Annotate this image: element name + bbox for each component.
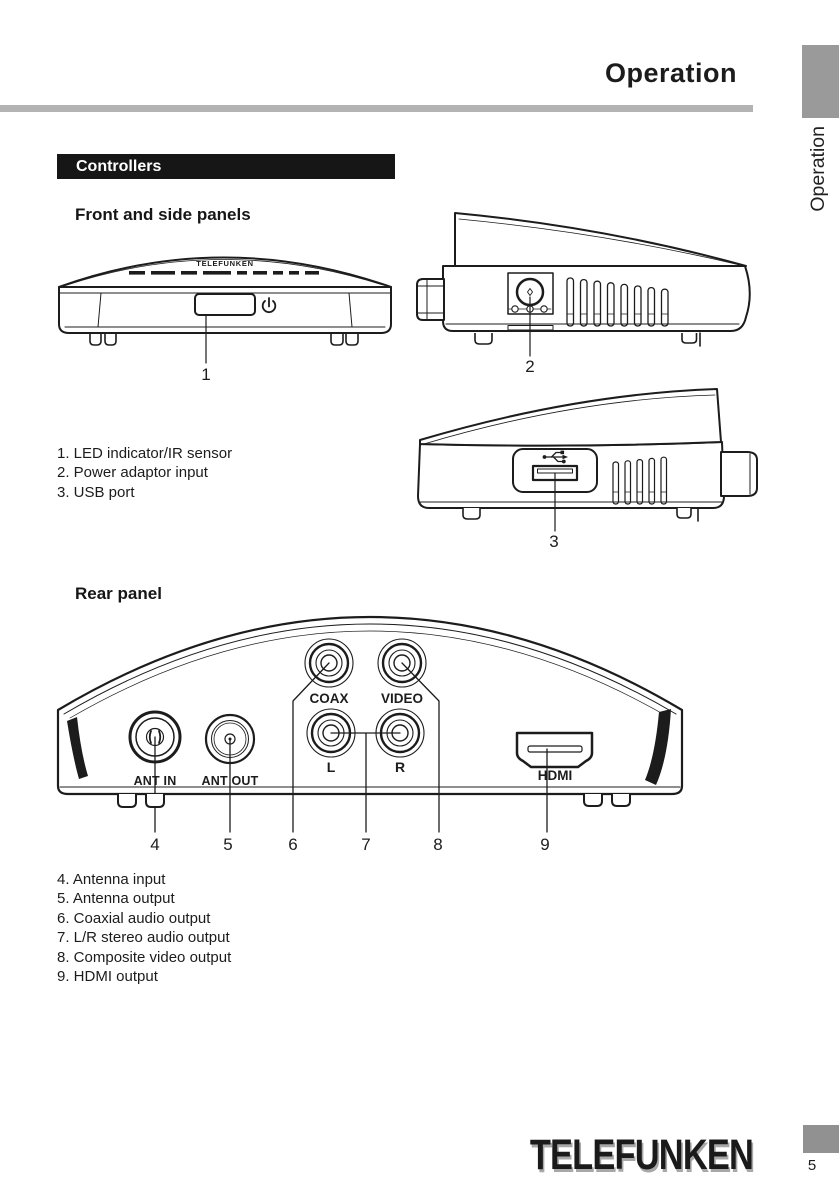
chapter-side-label-text: Operation [806,126,829,212]
side-feet [462,507,699,522]
rear-callout-list: 4. Antenna input 5. Antenna output 6. Co… [57,870,231,986]
front-side-callout-list: 1. LED indicator/IR sensor 2. Power adap… [57,444,232,502]
hdmi-connector [515,731,594,769]
callout-3: 3 [549,532,558,551]
callout-5: 5 [223,835,232,854]
page-title: Operation [604,58,737,88]
side-rf-connector [720,451,758,497]
list-item: 5. Antenna output [57,890,175,908]
front-button-row [129,271,319,275]
side-feet [474,332,701,347]
side-panel-power-diagram: 2 [416,212,751,376]
list-item: 6. Coaxial audio output [57,909,211,927]
list-item: 8. Composite video output [57,948,232,966]
callout-8: 8 [433,835,442,854]
usb-trident-icon [542,450,568,464]
callout-7: 7 [361,835,370,854]
list-item: 9. HDMI output [57,968,158,986]
page-number: 5 [807,1157,817,1174]
list-item: 3. USB port [57,483,135,501]
chapter-tab-bottom [803,1125,839,1153]
callout-9: 9 [540,835,549,854]
callout-2: 2 [525,357,534,376]
audio-r-label: R [395,759,405,775]
side-panel-usb-diagram: 3 [417,388,758,551]
led-window [194,293,256,316]
list-item: 7. L/R stereo audio output [57,929,230,947]
ant-in-label: ANT IN [134,774,177,788]
rear-panel-diagram: COAX VIDEO L R ANT IN ANT OUT HDMI 4 5 6… [56,616,684,854]
front-side-panels-heading: Front and side panels [75,205,251,224]
chapter-side-label: Operation [797,124,839,214]
list-item: 2. Power adaptor input [57,464,208,482]
power-icon [261,297,277,313]
hdmi-label: HDMI [538,768,573,783]
coax-label: COAX [309,691,348,706]
ant-out-label: ANT OUT [202,774,259,788]
front-feet [89,334,359,346]
callout-6: 6 [288,835,297,854]
list-item: 4. Antenna input [57,871,166,888]
callout-4: 4 [150,835,159,854]
brand-logo: TELEFUNKEN [529,1131,754,1179]
right-shade [645,709,671,785]
header-rule [0,105,753,112]
controllers-section-bar: Controllers [57,154,395,179]
audio-l-label: L [327,759,336,775]
callout-1: 1 [201,365,210,384]
callout-lines-rear [154,662,548,833]
device-brand-text: TELEFUNKEN [196,259,253,268]
chapter-tab-top [802,45,839,118]
list-item: 1. LED indicator/IR sensor [57,445,233,462]
side-vent-slots [612,456,668,505]
left-shade [67,717,88,779]
front-panel-diagram: TELEFUNKEN 1 [58,256,392,384]
rear-feet [117,794,631,808]
side-vent-slots [566,277,669,327]
side-rf-connector [416,278,445,321]
rear-panel-heading: Rear panel [75,584,162,603]
controllers-section-title: Controllers [76,157,162,175]
video-label: VIDEO [381,691,423,706]
